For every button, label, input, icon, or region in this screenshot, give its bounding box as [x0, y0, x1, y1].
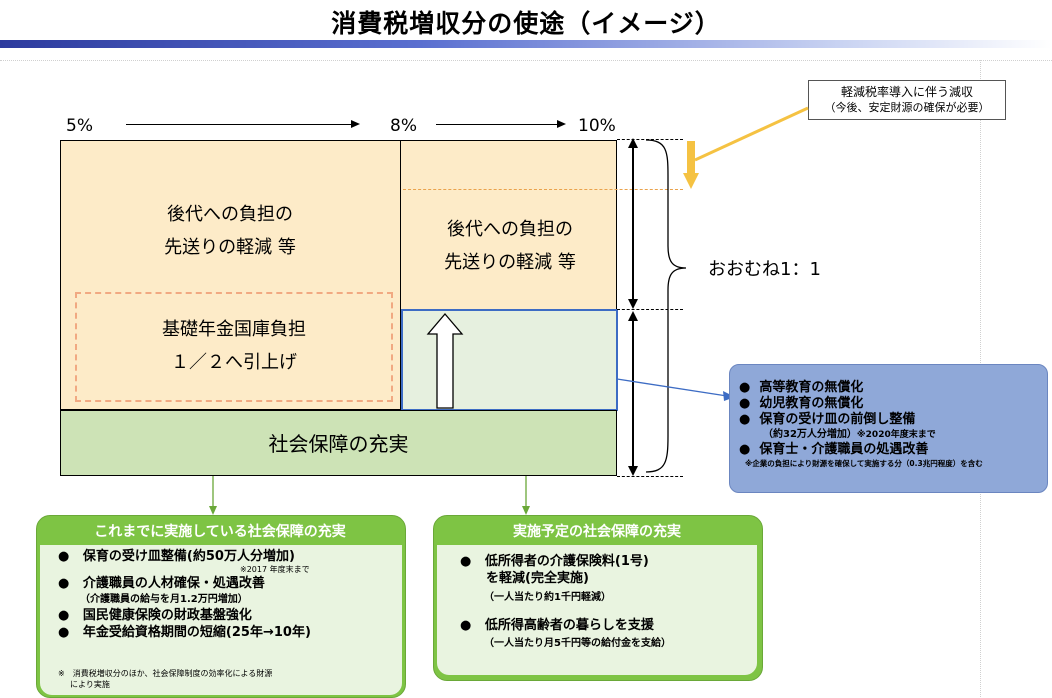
bullet-icon: ● [460, 618, 485, 633]
right-arrow-icon [436, 124, 558, 125]
arrow-head-icon [351, 120, 360, 128]
dashed-line-mid [617, 309, 683, 310]
list-item: ● 介護職員の人材確保・処遇改善 [58, 575, 398, 592]
arrow-head-icon [557, 120, 566, 128]
ratio-label: おおむね1：1 [708, 259, 821, 280]
divider-dotted [0, 60, 1052, 61]
blue-measures-list: ● 高等教育の無償化 ● 幼児教育の無償化 ● 保育の受け皿の前倒し整備 （約3… [739, 380, 1044, 469]
list-item-sub: （一人当たり月5千円等の給付金を支給） [484, 638, 671, 649]
planned-measures-header: 実施予定の社会保障の充実 [513, 524, 681, 540]
tax-reduction-note-line1: 軽減税率導入に伴う減収 [840, 85, 973, 99]
bullet-icon: ● [58, 549, 83, 564]
right-upper-line1: 後代への負担の [447, 219, 573, 240]
tax-reduction-note-line2: （今後、安定財源の確保が必要） [824, 101, 990, 114]
list-item-sub-note: ※2020年度末まで [856, 430, 936, 440]
down-arrow-icon [209, 476, 217, 515]
connector-line [616, 378, 735, 401]
list-item-sub-text: （約32万人分増加） [763, 429, 857, 440]
label-8-percent: 8% [390, 116, 417, 136]
list-item-label: 幼児教育の無償化 [759, 396, 864, 411]
bullet-icon: ● [739, 412, 760, 427]
left-upper-line2: 先送りの軽減 等 [164, 237, 296, 258]
bullet-icon: ● [739, 380, 760, 395]
implemented-measures-body [40, 545, 402, 695]
bullet-icon: ● [58, 625, 83, 640]
list-item: ● 国民健康保険の財政基盤強化 [58, 607, 398, 624]
right-arrow-icon [126, 124, 352, 125]
list-item-sub: （一人当たり約1千円軽減） [484, 592, 611, 603]
bullet-icon: ● [58, 576, 83, 591]
implemented-measures-list: ● 保育の受け皿整備(約50万人分増加) ※2017 年度末まで ● 介護職員の… [58, 548, 398, 641]
left-block-5-to-8 [60, 140, 401, 410]
curly-brace-icon [645, 139, 687, 473]
reduction-dashed-line [403, 189, 683, 190]
right-upper-text: 後代への負担の 先送りの軽減 等 [405, 213, 615, 279]
down-arrow-icon [522, 476, 530, 515]
list-item-label: 保育の受け皿の前倒し整備 [759, 412, 916, 427]
list-item-label: 国民健康保険の財政基盤強化 [82, 608, 252, 623]
page-title: 消費税増収分の使途（イメージ） [331, 9, 721, 38]
list-item-label: 低所得者の介護保険料(1号) [484, 554, 649, 569]
title-underline-bar [0, 40, 1052, 48]
bullet-icon: ● [460, 554, 485, 569]
list-item-label: 低所得高齢者の暮らしを支援 [484, 618, 654, 633]
down-arrow-icon [683, 106, 809, 189]
list-item-continued: を軽減(完全実施) [486, 571, 589, 586]
social-security-label: 社会保障の充実 [268, 432, 409, 456]
pension-line2: １／２へ引上げ [171, 352, 297, 373]
list-item: ● 年金受給資格期間の短縮(25年→10年) [58, 624, 398, 641]
dashed-line-bottom [617, 476, 683, 477]
list-item: ● 低所得高齢者の暮らしを支援 [460, 617, 755, 634]
social-security-bar [60, 410, 617, 476]
right-upper-line2: 先送りの軽減 等 [444, 252, 576, 273]
blue-measures-box [729, 364, 1048, 493]
implemented-measures-header: これまでに実施している社会保障の充実 [94, 524, 346, 540]
pension-box [75, 292, 393, 402]
spacer [460, 609, 755, 617]
tax-reduction-note: 軽減税率導入に伴う減収 （今後、安定財源の確保が必要） [808, 80, 1006, 120]
list-item: ● 保育の受け皿の前倒し整備 [739, 412, 1044, 428]
pension-line1: 基礎年金国庫負担 [162, 319, 306, 340]
pension-text: 基礎年金国庫負担 １／２へ引上げ [75, 313, 393, 379]
list-item: ● 高等教育の無償化 [739, 380, 1044, 396]
planned-measures-list: ● 低所得者の介護保険料(1号) を軽減(完全実施) （一人当たり約1千円軽減）… [460, 553, 755, 654]
list-item-label: 保育の受け皿整備(約50万人分増加) [82, 549, 295, 564]
footnote-line2: により実施 [70, 680, 110, 689]
footnote: ※ 消費税増収分のほか、社会保障制度の効率化による財源 により実施 [58, 668, 272, 690]
footnote-line1: ※ 消費税増収分のほか、社会保障制度の効率化による財源 [58, 669, 273, 678]
list-item-label: 保育士・介護職員の処遇改善 [759, 442, 929, 457]
list-item-sub: （介護職員の給与を月1.2万円増加） [80, 594, 248, 605]
bullet-icon: ● [739, 396, 760, 411]
list-item-sub: （約32万人分増加）※2020年度末まで [739, 428, 1044, 442]
list-item: ● 幼児教育の無償化 [739, 396, 1044, 412]
list-item: ● 保育の受け皿整備(約50万人分増加) [58, 548, 398, 565]
blue-box-note: ※企業の負担により財源を確保して実施する分（0.3兆円程度）を含む [745, 459, 983, 468]
vertical-double-arrow-icon [628, 138, 638, 476]
list-item: ● 低所得者の介護保険料(1号) [460, 553, 755, 570]
list-item-label: 高等教育の無償化 [759, 380, 864, 395]
dashed-line-top [617, 139, 683, 140]
up-arrow-icon [426, 312, 464, 409]
list-item-note: ※2017 年度末まで [240, 565, 310, 574]
list-item-label: 介護職員の人材確保・処遇改善 [82, 576, 265, 591]
list-item: ● 保育士・介護職員の処遇改善 [739, 442, 1044, 458]
label-10-percent: 10% [578, 116, 616, 136]
planned-measures-body [437, 545, 757, 675]
left-upper-line1: 後代への負担の [167, 204, 293, 225]
list-item-label: 年金受給資格期間の短縮(25年→10年) [82, 625, 311, 640]
left-upper-text: 後代への負担の 先送りの軽減 等 [70, 198, 390, 264]
bullet-icon: ● [739, 442, 760, 457]
label-5-percent: 5% [66, 116, 93, 136]
bullet-icon: ● [58, 608, 83, 623]
